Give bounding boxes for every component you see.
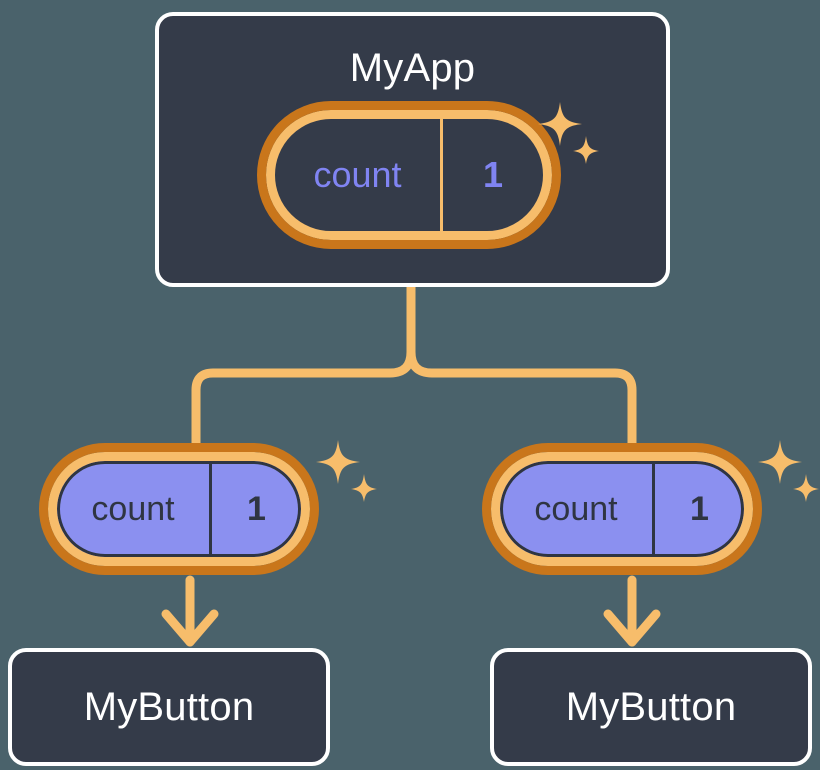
state-pill-body[interactable]: count 1: [482, 443, 762, 575]
state-value: 1: [690, 490, 709, 528]
tree-connector-path: [191, 282, 416, 457]
state-pill-body[interactable]: count 1: [257, 101, 561, 249]
sparkle-icon: [758, 440, 819, 502]
arrow-down-icon-left: [161, 609, 219, 647]
state-divider: [440, 119, 443, 231]
state-value: 1: [482, 154, 504, 195]
state-pill-right[interactable]: count 1: [482, 443, 762, 575]
tree-connector-path-right: [406, 282, 637, 457]
state-divider: [209, 461, 212, 557]
state-value: 1: [247, 490, 266, 528]
sparkle-icon: [316, 440, 377, 502]
state-pill-body[interactable]: count 1: [39, 443, 319, 575]
component-node-mybutton-right[interactable]: MyButton: [490, 648, 812, 766]
state-pill-myapp[interactable]: count 1: [257, 101, 561, 249]
page-title: MyApp: [349, 46, 476, 90]
state-divider: [652, 461, 655, 557]
state-key: count: [534, 490, 618, 528]
arrow-down-icon-right: [603, 609, 661, 647]
component-label: MyButton: [565, 685, 737, 729]
state-pill-left[interactable]: count 1: [39, 443, 319, 575]
component-label: MyButton: [83, 685, 255, 729]
state-key: count: [91, 490, 175, 528]
state-key: count: [313, 154, 402, 195]
component-node-mybutton-left[interactable]: MyButton: [8, 648, 330, 766]
